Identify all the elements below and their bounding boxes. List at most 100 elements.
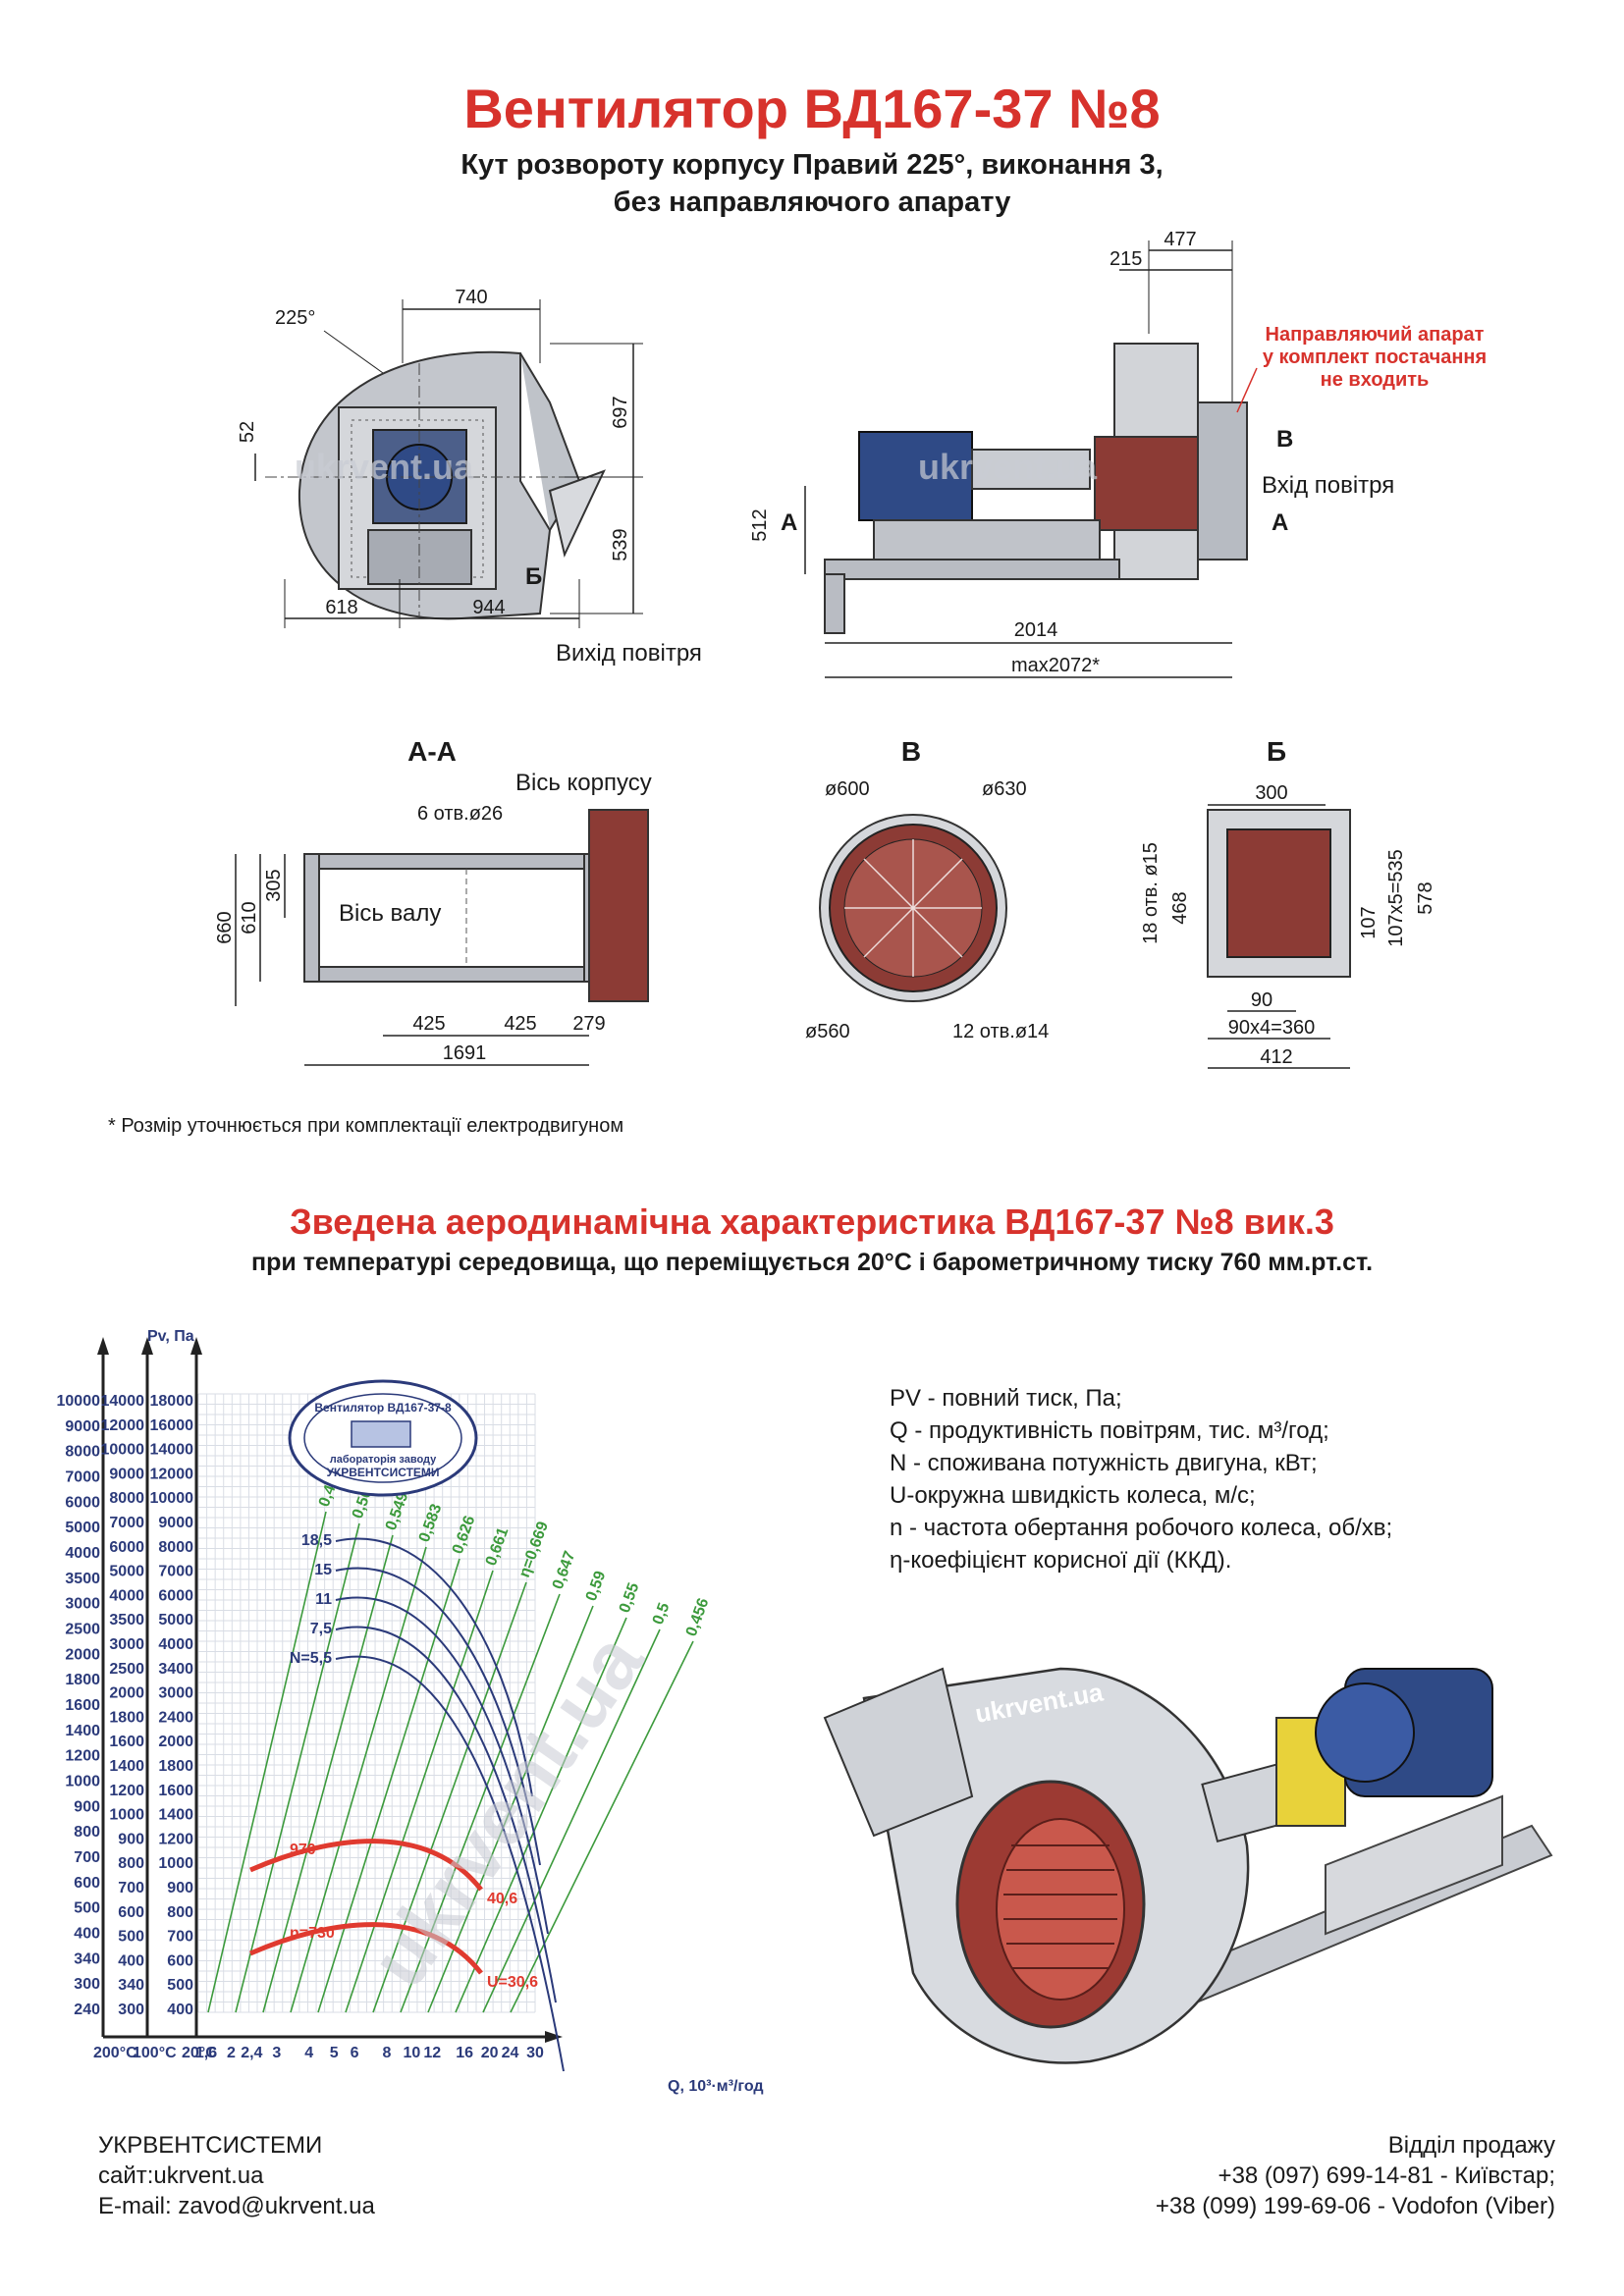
inlet-label: Вхід повітря bbox=[1262, 472, 1394, 499]
legend-u: U-окружна швидкість колеса, м/с; bbox=[890, 1482, 1256, 1509]
dim-max2072: max2072* bbox=[1011, 655, 1100, 676]
dim-angle-225: 225° bbox=[275, 307, 315, 329]
speed-curve bbox=[248, 1922, 483, 1975]
y-tick-label: 3500 bbox=[109, 1612, 144, 1629]
x-temp-label: 20°C bbox=[182, 2045, 217, 2061]
y-tick-label: 300 bbox=[74, 1976, 100, 1993]
y-tick-label: 16000 bbox=[150, 1417, 194, 1434]
chart-axes bbox=[97, 1337, 563, 2043]
x-axis-arrow bbox=[545, 2031, 563, 2043]
page-subtitle-1: Кут розвороту корпусу Правий 225°, викон… bbox=[460, 149, 1164, 181]
dim-610: 610 bbox=[239, 901, 260, 934]
y-axis-title: Pv, Па bbox=[147, 1328, 194, 1345]
y-tick-label: 3000 bbox=[109, 1636, 144, 1653]
y-axis-arrow bbox=[141, 1337, 153, 1355]
guide-vane-note-line-3: не входить bbox=[1320, 369, 1430, 391]
footer-phone-2: +38 (099) 199-69-06 - Vodofon (Viber) bbox=[1155, 2193, 1555, 2219]
section-aa-title: А-А bbox=[407, 736, 457, 767]
footer-sales: Відділ продажу bbox=[1387, 2132, 1555, 2159]
y-tick-label: 800 bbox=[74, 1824, 100, 1841]
dim-300: 300 bbox=[1255, 782, 1287, 804]
efficiency-line bbox=[482, 1629, 661, 2013]
efficiency-line bbox=[427, 1605, 594, 2013]
footer-left: УКРВЕНТСИСТЕМИ сайт:ukrvent.ua E-mail: z… bbox=[98, 2130, 375, 2221]
y-tick-label: 14000 bbox=[101, 1393, 145, 1410]
view-b-marker: Б bbox=[525, 563, 542, 590]
dim-d630: ø630 bbox=[982, 778, 1027, 800]
dim-512: 512 bbox=[749, 508, 771, 541]
y-tick-label: 5000 bbox=[65, 1520, 100, 1536]
y-tick-label: 10000 bbox=[57, 1393, 101, 1410]
y-tick-label: 1400 bbox=[158, 1807, 193, 1824]
y-tick-label: 700 bbox=[118, 1880, 144, 1896]
y-tick-label: 1000 bbox=[158, 1855, 193, 1872]
footnote: * Розмір уточнюється при комплектації ел… bbox=[108, 1115, 624, 1137]
y-tick-label: 3000 bbox=[158, 1685, 193, 1702]
y-tick-label: 700 bbox=[74, 1849, 100, 1866]
guide-vane-note-line-2: у комплект постачання bbox=[1262, 347, 1488, 368]
x-tick-label: 2,4 bbox=[241, 2045, 262, 2061]
y-tick-label: 4000 bbox=[109, 1587, 144, 1604]
section-b-drawing: Б 300 18 отв. ø15 468 107 107x5=535 578 … bbox=[1140, 736, 1436, 1069]
y-tick-label: 1600 bbox=[65, 1697, 100, 1714]
x-temp-label: 200°C bbox=[93, 2045, 137, 2061]
legend-pv: PV - повний тиск, Па; bbox=[890, 1385, 1122, 1412]
footer-email: E-mail: zavod@ukrvent.ua bbox=[98, 2193, 375, 2219]
page-title: Вентилятор ВД167-37 №8 bbox=[463, 78, 1161, 139]
efficiency-line bbox=[235, 1522, 360, 2013]
power-curve bbox=[335, 1655, 565, 2072]
stamp-line-3: УКРВЕНТСИСТЕМИ bbox=[326, 1466, 439, 1479]
y-tick-label: 2500 bbox=[65, 1622, 100, 1638]
chart-watermark: ukrvent.ua bbox=[353, 1617, 661, 2002]
x-tick-label: 6 bbox=[351, 2045, 359, 2061]
y-tick-label: 6000 bbox=[109, 1539, 144, 1556]
section-v-title: В bbox=[901, 736, 921, 767]
efficiency-line bbox=[345, 1570, 494, 2013]
y-tick-label: 1200 bbox=[65, 1748, 100, 1765]
y-tick-label: 900 bbox=[118, 1831, 144, 1847]
power-label: 7,5 bbox=[310, 1621, 332, 1637]
page-subtitle-2: без направляючого апарату bbox=[613, 187, 1011, 218]
chart-curves bbox=[207, 1511, 694, 2072]
dim-2014: 2014 bbox=[1014, 619, 1058, 641]
y-tick-label: 8000 bbox=[158, 1539, 193, 1556]
speed-label: 970 bbox=[290, 1842, 316, 1858]
dim-468: 468 bbox=[1169, 891, 1191, 924]
section-b-title: Б bbox=[1267, 736, 1286, 767]
y-tick-label: 400 bbox=[167, 2002, 193, 2018]
efficiency-line bbox=[510, 1640, 694, 2013]
y-tick-label: 18000 bbox=[150, 1393, 194, 1410]
efficiency-label: η=0,669 bbox=[516, 1520, 552, 1579]
dim-740: 740 bbox=[455, 287, 487, 308]
y-tick-label: 7000 bbox=[158, 1564, 193, 1580]
x-tick-label: 2 bbox=[227, 2045, 236, 2061]
watermark-front: ukrvent.ua bbox=[295, 447, 474, 487]
efficiency-line bbox=[455, 1617, 627, 2013]
y-tick-label: 1400 bbox=[109, 1758, 144, 1775]
x-tick-label: 24 bbox=[502, 2045, 519, 2061]
aero-chart: Pv, Па Q, 10³·м³/год 1000090008000700060… bbox=[57, 1328, 764, 2095]
y-tick-label: 9000 bbox=[158, 1515, 193, 1531]
y-tick-label: 400 bbox=[118, 1952, 144, 1969]
efficiency-label: 0,661 bbox=[483, 1525, 513, 1569]
y-tick-label: 1800 bbox=[158, 1758, 193, 1775]
x-tick-label: 3 bbox=[272, 2045, 281, 2061]
y-tick-label: 3400 bbox=[158, 1661, 193, 1678]
y-tick-label: 1600 bbox=[109, 1734, 144, 1750]
dim-90x4: 90x4=360 bbox=[1228, 1017, 1315, 1039]
y-tick-label: 500 bbox=[74, 1900, 100, 1917]
y-tick-label: 1800 bbox=[65, 1672, 100, 1688]
efficiency-line bbox=[400, 1593, 561, 2013]
legend-rpm: n - частота обертання робочого колеса, о… bbox=[890, 1515, 1393, 1541]
y-tick-label: 400 bbox=[74, 1926, 100, 1943]
efficiency-line bbox=[207, 1511, 327, 2013]
y-tick-label: 3500 bbox=[65, 1571, 100, 1587]
y-tick-label: 10000 bbox=[150, 1490, 194, 1507]
power-label: N=5,5 bbox=[290, 1650, 332, 1667]
x-tick-label: 10 bbox=[404, 2045, 421, 2061]
y-tick-label: 1800 bbox=[109, 1709, 144, 1726]
dim-477: 477 bbox=[1164, 229, 1196, 250]
view-v-marker: В bbox=[1276, 426, 1293, 453]
guide-vane-note-line-1: Направляючий апарат bbox=[1265, 324, 1485, 346]
watermark-side: ukrvent.ua bbox=[918, 447, 1098, 487]
